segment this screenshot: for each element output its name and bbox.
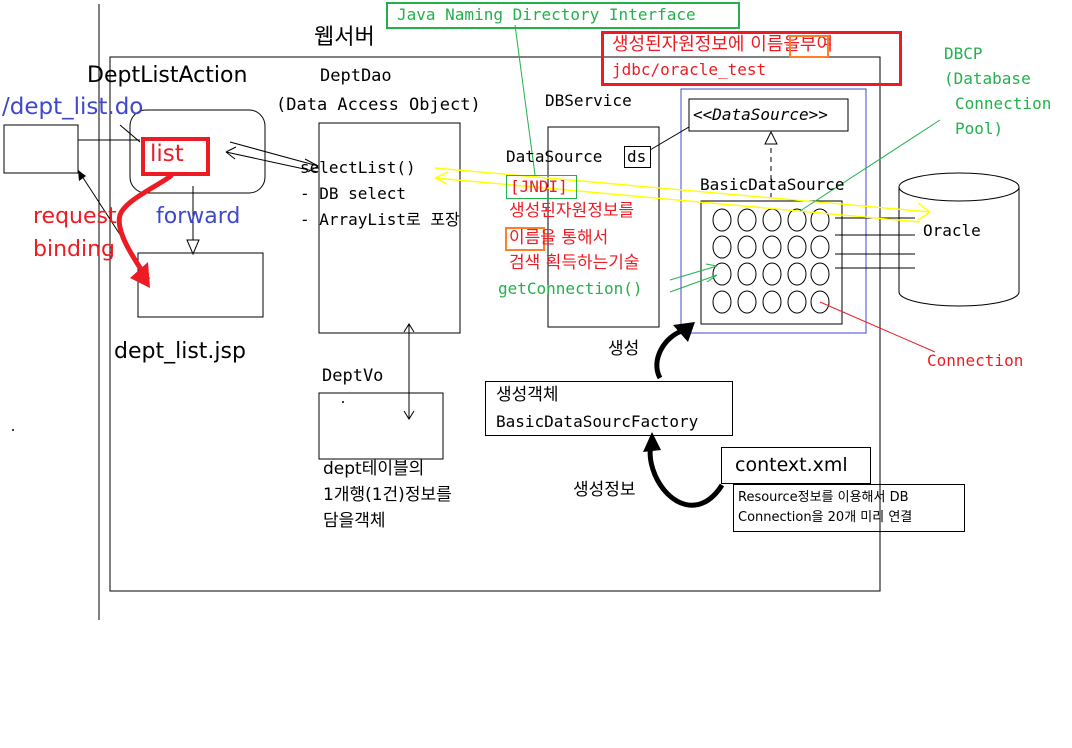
jndi-desc-line1: 생성된자원정보를 (509, 201, 635, 221)
select-list-label: selectList() (300, 158, 416, 177)
dept-list-jsp-label: dept_list.jsp (114, 339, 246, 364)
datasource-interface-box (688, 98, 849, 132)
jndi-title-box (386, 2, 740, 29)
oracle-label: Oracle (923, 221, 981, 240)
web-server-box (109, 56, 881, 592)
dept-list-do-pointer (119, 124, 141, 143)
web-server-label: 웹서버 (314, 25, 375, 50)
jndi-desc-line2: 이름을 통해서 (509, 228, 609, 248)
naming-note-line1: 생성된자원정보에 이름을부여 (612, 34, 834, 55)
naming-note-line2: jdbc/oracle_test (612, 60, 767, 79)
dao-desc-label: (Data Access Object) (276, 95, 481, 115)
ds-label: ds (627, 147, 647, 166)
resource-line1: Resource정보를 이용해서 DB (738, 490, 909, 505)
name-highlight-box (789, 35, 829, 58)
pool-oracle-lines (835, 217, 915, 269)
factory-title: 생성객체 (496, 385, 559, 405)
list-selectlist-arrows (225, 141, 319, 173)
resource-info-box (733, 484, 965, 532)
inheritance-arrowhead (764, 130, 778, 145)
dbcp-line2: (Database (944, 69, 1031, 88)
ds-to-datasource-line (649, 126, 690, 151)
dept-list-jsp-box (137, 252, 264, 318)
context-xml-box (721, 447, 871, 484)
request-binding-arrow (116, 173, 174, 282)
jndi-desc-line3: 검색 획득하는기술 (509, 253, 640, 273)
dept-list-do-url: /dept_list.do (2, 94, 144, 120)
connection-label: Connection (927, 351, 1024, 370)
get-connection-label: getConnection() (498, 279, 643, 298)
dept-vo-label: DeptVo (322, 366, 384, 386)
dbcp-line4: Pool) (955, 119, 1004, 138)
datasource-interface-label: <<DataSource>> (693, 105, 828, 124)
green-lines (514, 24, 941, 293)
context-xml-label: context.xml (735, 454, 848, 476)
resource-line2: Connection을 20개 미리 연결 (738, 510, 913, 525)
dbcp-line1: DBCP (944, 44, 983, 63)
factory-name: BasicDataSourcFactory (496, 412, 699, 431)
create-info-label: 생성정보 (573, 480, 636, 500)
dept-vo-box (318, 392, 444, 460)
jndi-tag: [JNDI] (510, 177, 568, 196)
vo-desc-line3: 담을객체 (323, 511, 386, 531)
vo-desc-line2: 1개행(1건)정보를 (323, 485, 452, 505)
jndi-title: Java Naming Directory Interface (397, 5, 696, 24)
jndi-tag-box (506, 175, 577, 199)
connection-pointer-line (819, 301, 936, 353)
connection-ovals (712, 208, 830, 314)
create-label: 생성 (608, 339, 640, 359)
dept-dao-label: DeptDao (320, 66, 392, 86)
basic-datasource-box (700, 200, 843, 325)
client-box (3, 124, 79, 174)
dbcp-pool-box (680, 88, 867, 334)
vo-desc-line1: dept테이블의 (323, 459, 425, 479)
forward-label: forward (156, 204, 241, 229)
dbcp-line3: Connection (955, 94, 1052, 113)
dept-list-action-label: DeptListAction (87, 63, 248, 88)
oracle-cylinder (898, 172, 1020, 307)
db-service-box (547, 126, 660, 328)
list-label: list (150, 141, 184, 167)
factory-box (485, 381, 733, 436)
factory-create-arrow (654, 327, 686, 380)
naming-note-box (601, 31, 902, 86)
datasource-field-label: DataSource (506, 147, 603, 166)
list-highlight-box (141, 137, 210, 176)
ds-box (624, 146, 651, 168)
basic-datasource-label: BasicDataSource (700, 175, 845, 194)
binding-label: binding (33, 237, 116, 262)
db-select-label: - DB select (300, 184, 406, 203)
dept-dao-box (318, 122, 461, 334)
jndi-name-highlight-box (505, 227, 545, 251)
arraylist-label: - ArrayList로 포장 (300, 210, 460, 229)
context-to-factory-arrow (647, 439, 725, 508)
db-service-label: DBService (545, 91, 632, 110)
request-label: request (33, 204, 117, 229)
